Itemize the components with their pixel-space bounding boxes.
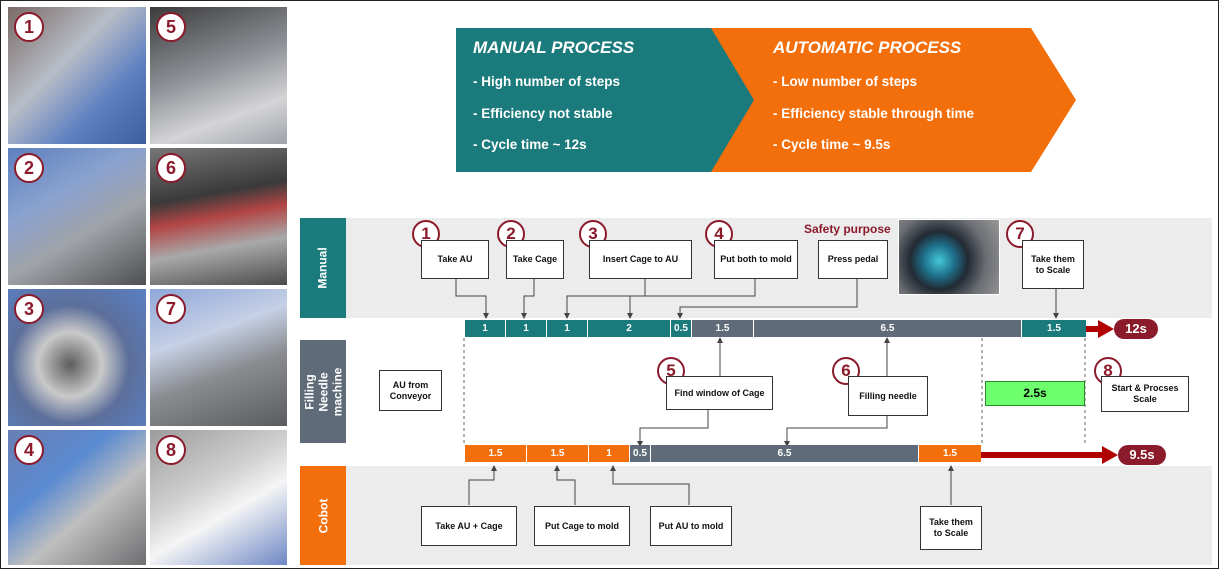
automatic-banner-arrow	[706, 28, 1076, 172]
photo-step-4: 4	[7, 429, 147, 566]
cobot-segment: 1.5	[527, 445, 589, 462]
photo-number-badge: 1	[14, 12, 44, 42]
manual-item: - High number of steps	[473, 74, 621, 89]
automatic-item: - Cycle time ~ 9.5s	[773, 137, 891, 152]
photo-step-2: 2	[7, 147, 147, 286]
manual-segment: 1	[465, 320, 506, 337]
safety-purpose-label: Safety purpose	[804, 222, 891, 236]
manual-step-box: Take Cage	[506, 240, 564, 279]
manual-step-box: Put both to mold	[714, 240, 798, 279]
cobot-step-box: Take AU + Cage	[421, 506, 517, 546]
manual-step-box: Take AU	[421, 240, 489, 279]
manual-process-title: MANUAL PROCESS	[473, 38, 635, 57]
photo-step-8: 8	[149, 429, 288, 566]
manual-step-box: Take them to Scale	[1022, 240, 1084, 289]
manual-item: - Cycle time ~ 12s	[473, 137, 587, 152]
machine-step-box: AU from Conveyor	[379, 370, 442, 411]
photo-step-7: 7	[149, 288, 288, 427]
cobot-step-box: Put AU to mold	[650, 506, 732, 546]
manual-segment: 2	[588, 320, 671, 337]
photo-step-3: 3	[7, 288, 147, 427]
photo-step-1: 1	[7, 6, 147, 145]
cobot-step-box: Put Cage to mold	[534, 506, 630, 546]
manual-segment: 1	[506, 320, 547, 337]
machine-step-box: Start & Procses Scale	[1101, 376, 1189, 412]
cobot-segment: 1	[589, 445, 630, 462]
cobot-segment: 1.5	[919, 445, 981, 462]
manual-step-box: Press pedal	[818, 240, 888, 279]
cobot-segment: 0.5	[630, 445, 651, 462]
photo-number-badge: 8	[156, 435, 186, 465]
machine-step-box: Filling needle	[848, 376, 928, 416]
manual-item: - Efficiency not stable	[473, 106, 613, 121]
photo-number-badge: 6	[156, 153, 186, 183]
photo-number-badge: 7	[156, 294, 186, 324]
manual-segment: 1.5	[1022, 320, 1086, 337]
photo-number-badge: 5	[156, 12, 186, 42]
photo-number-badge: 4	[14, 435, 44, 465]
automatic-item: - Low number of steps	[773, 74, 918, 89]
photo-step-6: 6	[149, 147, 288, 286]
machine-lane-label: Filling Needle machine	[300, 340, 346, 443]
cobot-total-time: 9.5s	[1118, 445, 1166, 465]
scale-time-box: 2.5s	[985, 381, 1085, 406]
automatic-process-title: AUTOMATIC PROCESS	[773, 38, 962, 57]
manual-total-time: 12s	[1114, 319, 1158, 339]
pedal-photo	[898, 219, 1000, 295]
process-banner	[456, 28, 1076, 172]
manual-step-box: Insert Cage to AU	[589, 240, 692, 279]
manual-banner-arrow	[456, 28, 754, 172]
manual-segment: 0.5	[671, 320, 692, 337]
manual-segment: 1	[547, 320, 588, 337]
photo-number-badge: 2	[14, 153, 44, 183]
machine-step-box: Find window of Cage	[666, 376, 773, 410]
photo-number-badge: 3	[14, 294, 44, 324]
cobot-step-box: Take them to Scale	[920, 506, 982, 550]
manual-segment: 1.5	[692, 320, 754, 337]
photo-step-5: 5	[149, 6, 288, 145]
cobot-segment: 1.5	[465, 445, 527, 462]
cobot-lane-label: Cobot	[300, 466, 346, 565]
manual-segment: 6.5	[754, 320, 1022, 337]
manual-lane-label: Manual	[300, 218, 346, 318]
automatic-item: - Efficiency stable through time	[773, 106, 975, 121]
cobot-segment: 6.5	[651, 445, 919, 462]
manual-step-number: 7	[1006, 220, 1034, 248]
